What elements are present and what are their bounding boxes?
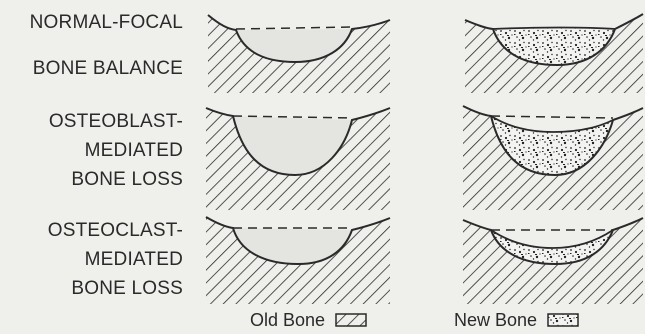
row-label-line: BONE BALANCE [30,54,183,83]
old-bone-panel-normal [200,5,395,93]
row-label-osteoblast: OSTEOBLAST- MEDIATED BONE LOSS [49,107,183,194]
new-bone-panel-normal [457,5,645,93]
hatch-swatch-icon [335,312,367,328]
new-bone-panel-osteoclast [457,212,645,304]
row-label-line: MEDIATED [48,245,183,274]
legend-old-bone-label: Old Bone [250,309,325,331]
legend-old-bone: Old Bone [250,309,367,331]
old-bone-panel-osteoblast [200,98,395,210]
legend-new-bone: New Bone [454,309,579,331]
row-label-line: OSTEOBLAST- [49,107,183,136]
new-bone-panel-osteoblast [457,98,645,210]
row-label-line: BONE LOSS [48,274,183,303]
legend-new-bone-label: New Bone [454,309,537,331]
row-label-osteoclast: OSTEOCLAST- MEDIATED BONE LOSS [48,216,183,303]
stipple-swatch-icon [547,312,579,328]
row-label-normal-focal: NORMAL-FOCAL BONE BALANCE [30,8,183,83]
old-bone-panel-osteoclast [200,212,395,304]
row-label-line: NORMAL-FOCAL [30,8,183,37]
row-label-line: OSTEOCLAST- [48,216,183,245]
row-label-line: BONE LOSS [49,165,183,194]
row-label-line: MEDIATED [49,136,183,165]
